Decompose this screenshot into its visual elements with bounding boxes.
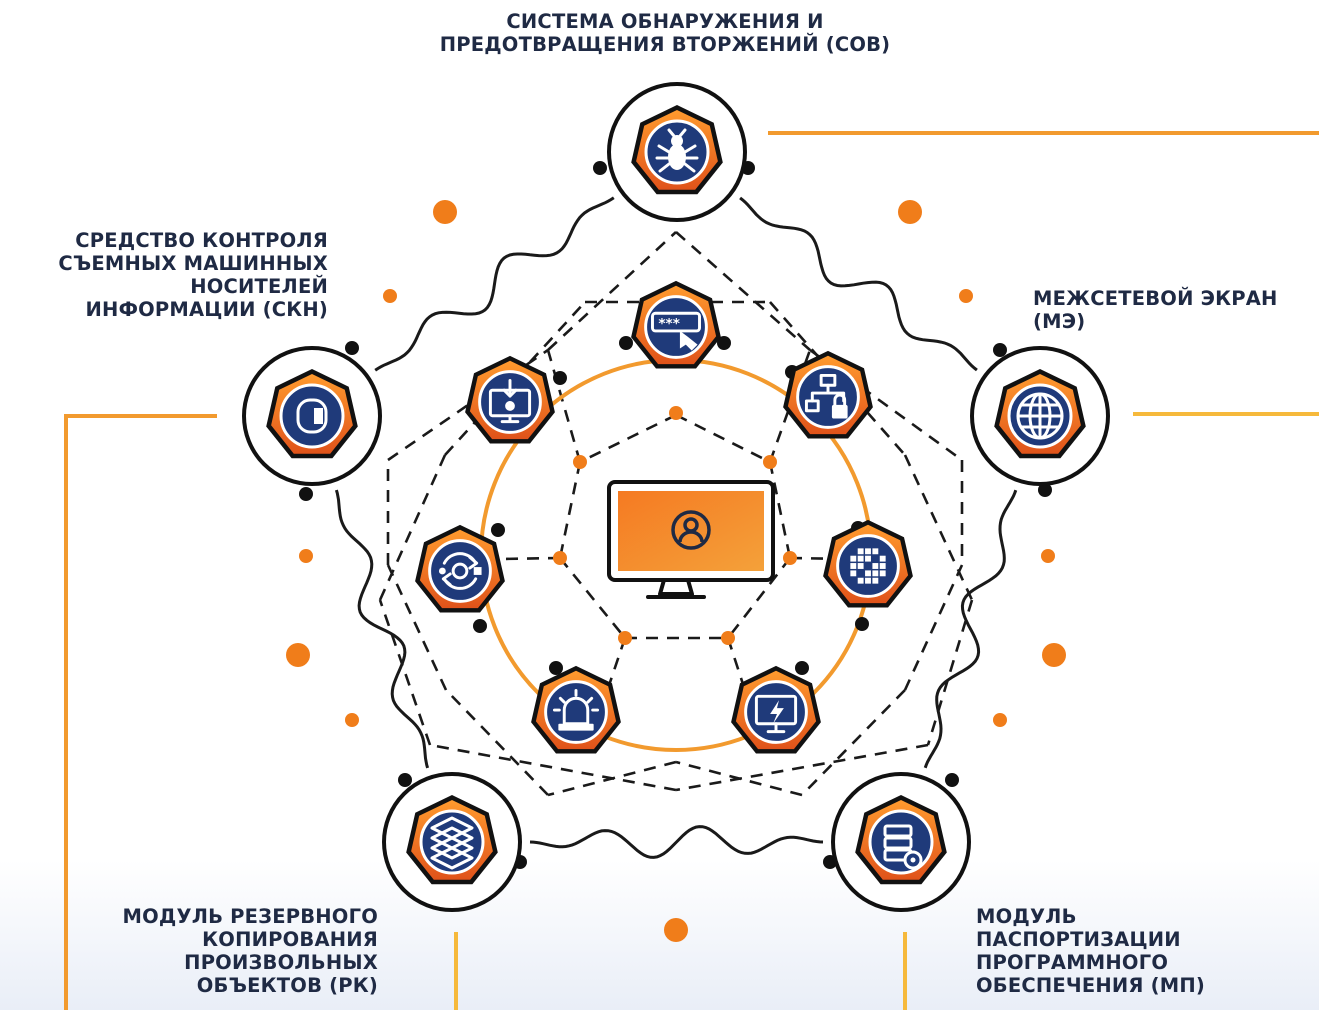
dashed-link-24 xyxy=(558,461,582,559)
label-me: МЕЖСЕТЕВОЙ ЭКРАН (МЭ) xyxy=(1033,287,1278,333)
joint-dot-6 xyxy=(1038,483,1052,497)
small-dot-5 xyxy=(345,713,359,727)
nodes: *** xyxy=(242,82,1110,912)
small-dot-4 xyxy=(299,549,313,563)
joint-dot-1 xyxy=(593,161,607,175)
dashed-link-5 xyxy=(903,564,964,691)
bug-icon xyxy=(655,128,699,173)
outer-node-2 xyxy=(970,346,1110,486)
joint-dot-19 xyxy=(549,661,563,675)
dashed-link-23 xyxy=(675,413,771,464)
network-lock-icon xyxy=(804,373,848,419)
alarm-siren-icon xyxy=(552,688,600,731)
globe-icon xyxy=(1016,392,1064,440)
inner-node-4 xyxy=(731,665,821,754)
dashed-link-21 xyxy=(444,301,586,456)
label-rk: МОДУЛЬ РЕЗЕРВНОГО КОПИРОВАНИЯ ПРОИЗВОЛЬН… xyxy=(122,905,378,997)
wavy-segment-4 xyxy=(334,489,430,769)
removable-media-icon xyxy=(296,398,328,434)
joint-dot-5 xyxy=(993,343,1007,357)
background-gradient xyxy=(0,860,1319,1010)
dashed-link-12 xyxy=(387,348,549,462)
password-touch-icon: *** xyxy=(651,311,701,351)
joint-dot-15 xyxy=(491,523,505,537)
small-dot-7 xyxy=(669,406,683,420)
small-dot-12 xyxy=(618,631,632,645)
label-skn: СРЕДСТВО КОНТРОЛЯ СЪЕМНЫХ МАШИННЫХ НОСИТ… xyxy=(58,229,328,321)
connector-lines xyxy=(64,131,1319,1010)
dashed-link-1 xyxy=(547,231,677,351)
outer-node-1 xyxy=(607,82,747,222)
data-matrix-icon xyxy=(850,548,886,584)
small-dot-2 xyxy=(959,289,973,303)
dashed-network xyxy=(378,231,974,797)
dashed-link-17 xyxy=(675,743,929,792)
server-gear-icon xyxy=(883,824,923,870)
dashed-link-10 xyxy=(386,564,448,691)
outer-node-5 xyxy=(242,346,382,486)
dashed-link-19 xyxy=(378,599,432,746)
dashed-link-16 xyxy=(926,599,974,746)
big-dot-5 xyxy=(286,643,310,667)
dashed-link-22 xyxy=(579,413,677,464)
dashed-link-25 xyxy=(768,461,792,559)
monitor-flash-icon xyxy=(754,694,798,734)
inner-node-1: *** xyxy=(631,280,721,369)
central-monitor xyxy=(607,480,775,599)
wavy-segment-5 xyxy=(374,196,615,372)
inner-node-6 xyxy=(415,524,505,613)
connection-dots xyxy=(286,161,1066,942)
small-dot-1 xyxy=(383,289,397,303)
joint-dot-17 xyxy=(473,619,487,633)
inner-node-3 xyxy=(823,519,913,608)
monitor-download-icon xyxy=(488,378,532,424)
small-dot-13 xyxy=(721,631,735,645)
small-dot-11 xyxy=(783,551,797,565)
svg-text:***: *** xyxy=(658,316,680,332)
big-dot-1 xyxy=(433,200,457,224)
layers-icon xyxy=(430,816,474,870)
dashed-link-27 xyxy=(726,557,792,639)
joint-dot-12 xyxy=(717,336,731,350)
sync-gear-icon xyxy=(438,552,482,590)
wavy-segment-3 xyxy=(529,825,824,859)
joint-dot-13 xyxy=(553,371,567,385)
label-mp: МОДУЛЬ ПАСПОРТИЗАЦИИ ПРОГРАММНОГО ОБЕСПЕ… xyxy=(976,905,1205,997)
dashed-link-20 xyxy=(378,454,447,601)
connector-line-3 xyxy=(64,414,217,1010)
label-sov: СИСТЕМА ОБНАРУЖЕНИЯ И ПРЕДОТВРАЩЕНИЯ ВТО… xyxy=(439,10,891,56)
small-dot-8 xyxy=(573,455,587,469)
monitor-user-icon xyxy=(671,510,711,550)
dashed-link-14 xyxy=(769,301,906,456)
inner-node-2 xyxy=(783,350,873,439)
small-dot-9 xyxy=(763,455,777,469)
joint-dot-20 xyxy=(795,661,809,675)
small-dot-10 xyxy=(553,551,567,565)
dashed-link-26 xyxy=(558,557,627,639)
dashed-link-6 xyxy=(801,689,906,796)
big-dot-3 xyxy=(1042,643,1066,667)
joint-dot-18 xyxy=(855,617,869,631)
dashed-link-2 xyxy=(675,231,811,351)
dashed-link-15 xyxy=(903,454,974,601)
small-dot-3 xyxy=(1041,549,1055,563)
dashed-link-9 xyxy=(445,689,549,796)
big-dot-2 xyxy=(898,200,922,224)
small-dot-6 xyxy=(993,713,1007,727)
joint-dot-3 xyxy=(345,341,359,355)
joint-dot-9 xyxy=(398,773,412,787)
outer-node-3 xyxy=(831,772,971,912)
inner-node-5 xyxy=(531,665,621,754)
joint-dot-7 xyxy=(945,773,959,787)
outer-node-4 xyxy=(382,772,522,912)
inner-node-7 xyxy=(465,355,555,444)
wavy-segment-1 xyxy=(739,196,978,372)
joint-dot-4 xyxy=(299,487,313,501)
wavy-segment-2 xyxy=(923,489,1018,769)
wavy-ring xyxy=(334,196,1018,859)
big-dot-4 xyxy=(664,918,688,942)
joint-dot-11 xyxy=(619,336,633,350)
